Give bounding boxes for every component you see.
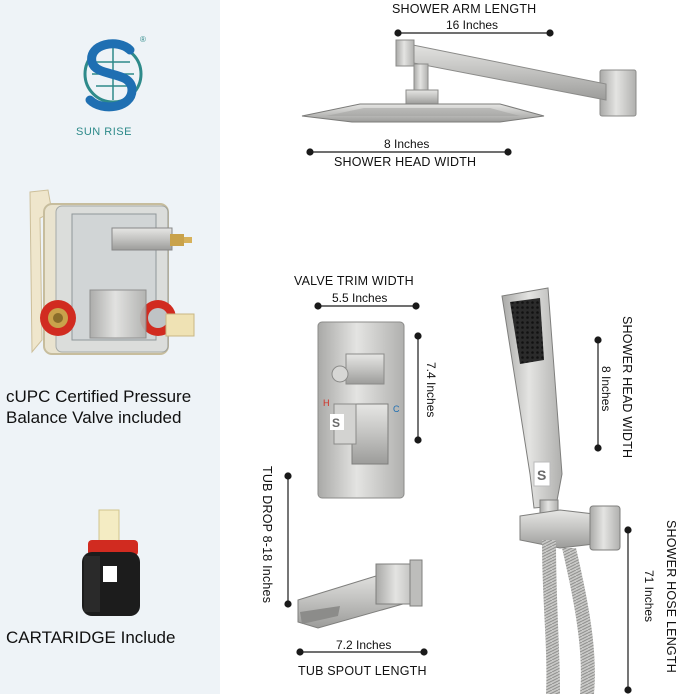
handheld-shower-illustration: S: [501, 287, 621, 694]
dimension-lines: [284, 29, 632, 694]
valve-body-illustration: [29, 189, 195, 355]
valve-caption: cUPC Certified Pressure Balance Valve in…: [6, 386, 191, 428]
handheld-mark-s: S: [537, 467, 546, 483]
shower-head-width-value: 8 Inches: [384, 137, 430, 151]
cold-mark: C: [393, 404, 400, 414]
handheld-head-width-title: SHOWER HEAD WIDTH: [620, 316, 634, 459]
cartridge-caption: CARTARIDGE Include: [6, 628, 176, 647]
valve-caption-line-1: cUPC Certified Pressure: [6, 387, 192, 406]
valve-trim-width-value: 5.5 Inches: [332, 291, 388, 305]
valve-trim-illustration: S H C: [317, 321, 405, 499]
valve-trim-width-title: VALVE TRIM WIDTH: [294, 274, 414, 288]
tub-spout-length-title: TUB SPOUT LENGTH: [298, 664, 427, 678]
shower-arm-length-title: SHOWER ARM LENGTH: [392, 2, 537, 16]
rain-shower-illustration: [301, 39, 637, 123]
shower-head-width-title: SHOWER HEAD WIDTH: [334, 155, 477, 169]
handheld-head-width-value: 8 Inches: [599, 366, 613, 412]
tub-spout-illustration: [297, 559, 423, 629]
trim-height-value: 7.4 Inches: [424, 362, 438, 418]
sunrise-logo: ®: [83, 35, 146, 112]
tub-spout-length-value: 7.2 Inches: [336, 638, 392, 652]
brand-name: SUN RISE: [76, 126, 132, 138]
hot-mark: H: [323, 398, 330, 408]
cartridge-illustration: [82, 509, 140, 616]
tub-drop-title: TUB DROP 8-18 Inches: [260, 466, 274, 604]
hose-length-value: 71 Inches: [642, 570, 656, 623]
trim-mark-s: S: [332, 416, 340, 430]
shower-arm-length-value: 16 Inches: [446, 18, 499, 32]
hose-length-title: SHOWER HOSE LENGTH: [664, 520, 678, 673]
valve-caption-line-2: Balance Valve included: [6, 408, 182, 427]
registered-mark: ®: [140, 35, 146, 44]
